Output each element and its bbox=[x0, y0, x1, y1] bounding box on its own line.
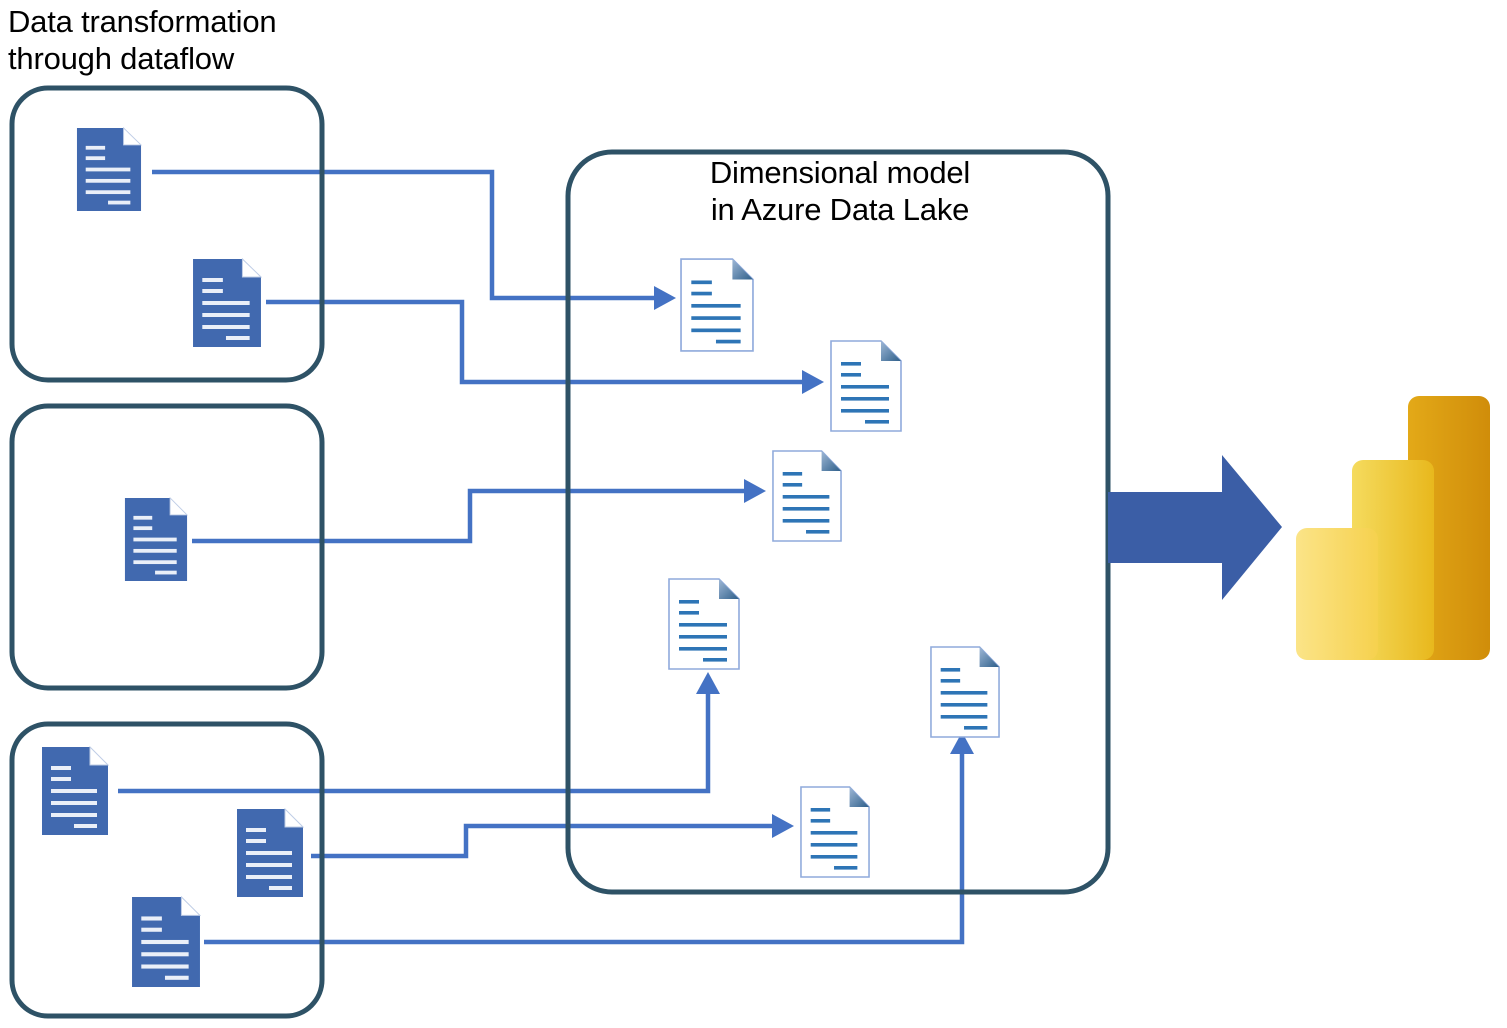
source-group-1-box[interactable] bbox=[9, 85, 325, 383]
arrowhead-1 bbox=[654, 286, 676, 310]
lake-documents-layer bbox=[668, 258, 1000, 878]
arrowhead-5 bbox=[772, 814, 794, 838]
source-doc-4[interactable] bbox=[41, 746, 109, 836]
lake-doc-3[interactable] bbox=[772, 450, 842, 542]
block-arrow-shape bbox=[1108, 455, 1282, 600]
source-doc-5[interactable] bbox=[236, 808, 304, 898]
dataflow-title: Data transformation through dataflow bbox=[8, 4, 277, 76]
arrowhead-3 bbox=[744, 479, 766, 503]
source-documents-layer bbox=[41, 127, 304, 988]
dimensional-model-title: Dimensional model in Azure Data Lake bbox=[709, 155, 971, 227]
power-bi-logo[interactable] bbox=[1296, 396, 1490, 660]
source-doc-2[interactable] bbox=[192, 258, 262, 348]
lake-doc-1[interactable] bbox=[680, 258, 754, 352]
connectors-layer bbox=[118, 169, 965, 945]
source-doc-1[interactable] bbox=[76, 127, 142, 212]
lake-doc-6[interactable] bbox=[800, 786, 870, 878]
connector-6 bbox=[204, 752, 965, 945]
connector-3 bbox=[192, 488, 746, 544]
arrowhead-6 bbox=[950, 732, 974, 754]
lake-doc-2[interactable] bbox=[830, 340, 902, 432]
connector-5 bbox=[311, 823, 774, 859]
arrowhead-4 bbox=[696, 672, 720, 694]
lake-doc-5[interactable] bbox=[930, 646, 1000, 738]
source-group-3-box[interactable] bbox=[9, 721, 325, 1019]
source-group-2-box[interactable] bbox=[9, 403, 325, 691]
lake-doc-4[interactable] bbox=[668, 578, 740, 670]
connector-4 bbox=[118, 692, 711, 794]
connector-2 bbox=[266, 299, 804, 385]
flow-arrow-to-powerbi[interactable] bbox=[1108, 455, 1282, 600]
arrowhead-2 bbox=[802, 370, 824, 394]
pbi-bar-small bbox=[1296, 528, 1378, 660]
source-doc-6[interactable] bbox=[131, 896, 201, 988]
source-doc-3[interactable] bbox=[124, 497, 188, 582]
arrowheads-layer bbox=[654, 286, 974, 838]
